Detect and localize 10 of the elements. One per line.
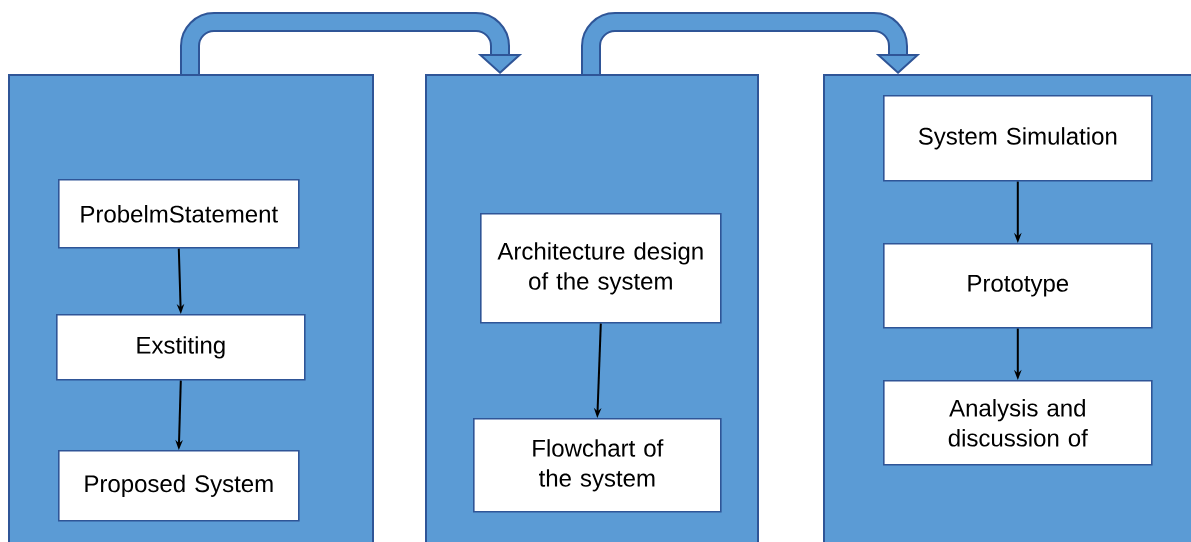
bent-arrow [581, 12, 921, 74]
process-box: Exstiting [56, 314, 306, 381]
process-box: Flowchart of the system [473, 418, 722, 513]
bent-arrow [180, 12, 523, 74]
process-box: Prototype [883, 243, 1153, 329]
process-box: ProbelmStatement [58, 179, 300, 249]
process-box: Architecture design of the system [480, 213, 722, 324]
process-box: System Simulation [883, 95, 1153, 182]
process-box: Proposed System [58, 450, 300, 522]
process-box: Analysis and discussion of [883, 380, 1153, 466]
